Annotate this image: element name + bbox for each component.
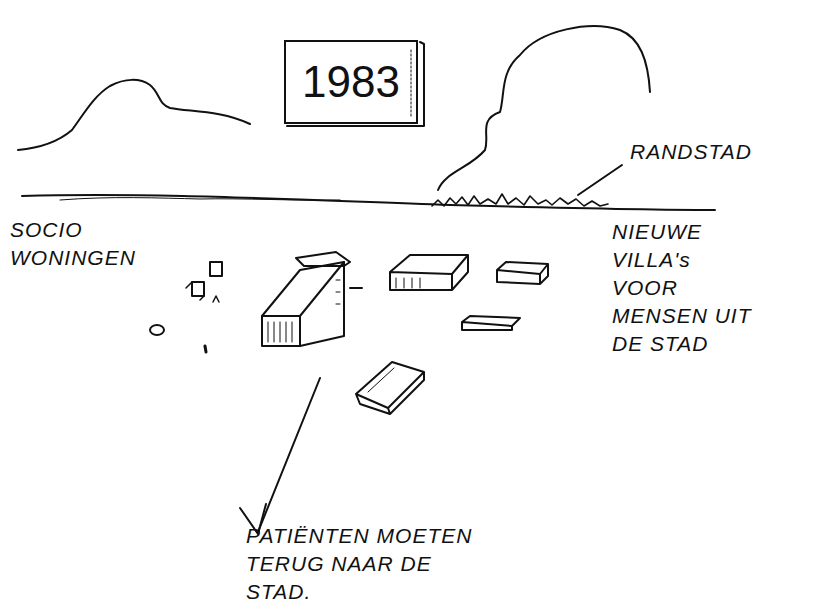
building-detail: [368, 368, 394, 392]
cloud: [18, 80, 250, 150]
horizon-line: [22, 195, 715, 210]
leader-arrow: [258, 378, 320, 532]
house: [205, 346, 206, 352]
year-sign: 1983: [284, 40, 418, 124]
house: [213, 296, 219, 302]
sketch-note: SOCIO WONINGEN: [10, 216, 150, 272]
window-row: [336, 280, 340, 304]
walkway: [350, 287, 362, 289]
hospital-building: [262, 262, 344, 346]
villa-building: [497, 262, 548, 284]
villa-building: [390, 255, 468, 290]
leader-line: [578, 165, 622, 195]
house: [192, 282, 204, 296]
frame-hatching: [411, 50, 412, 118]
low-building: [356, 362, 424, 414]
villa-building: [462, 316, 520, 330]
window-row: [268, 322, 292, 342]
hospital-roof: [296, 252, 350, 266]
city-skyline: [432, 194, 608, 206]
cloud: [438, 26, 650, 190]
hospital-building: [300, 262, 344, 316]
year-text: 1983: [302, 60, 400, 104]
landscape-stroke: [60, 198, 340, 201]
frame-shadow: [287, 42, 424, 126]
house: [150, 325, 164, 335]
house-detail: [186, 282, 204, 300]
sketch-note: PATIËNTEN MOETEN TERUG NAAR DE STAD.: [246, 522, 486, 606]
house: [210, 262, 222, 276]
sketch-note: NIEUWE VILLA's VOOR MENSEN UIT DE STAD: [612, 218, 762, 358]
window-row: [396, 278, 420, 288]
sketch-note: RANDSTAD: [630, 138, 752, 166]
hospital-building: [262, 316, 300, 346]
